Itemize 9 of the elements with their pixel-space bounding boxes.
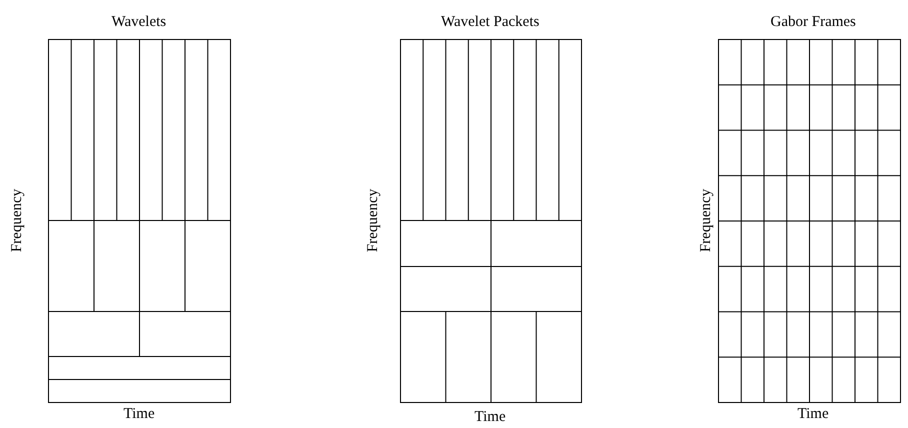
axis-label: Time [474,408,506,426]
axis-label: Frequency [8,188,26,252]
axis-label: Time [124,406,155,422]
panel-title: Gabor Frames [770,14,856,30]
axis-label: Time [798,406,829,422]
axis-label: Frequency [698,188,715,252]
panel-title: Wavelets [112,14,166,30]
axis-label: Frequency [364,188,382,252]
panel-title: Wavelet Packets [441,14,540,30]
